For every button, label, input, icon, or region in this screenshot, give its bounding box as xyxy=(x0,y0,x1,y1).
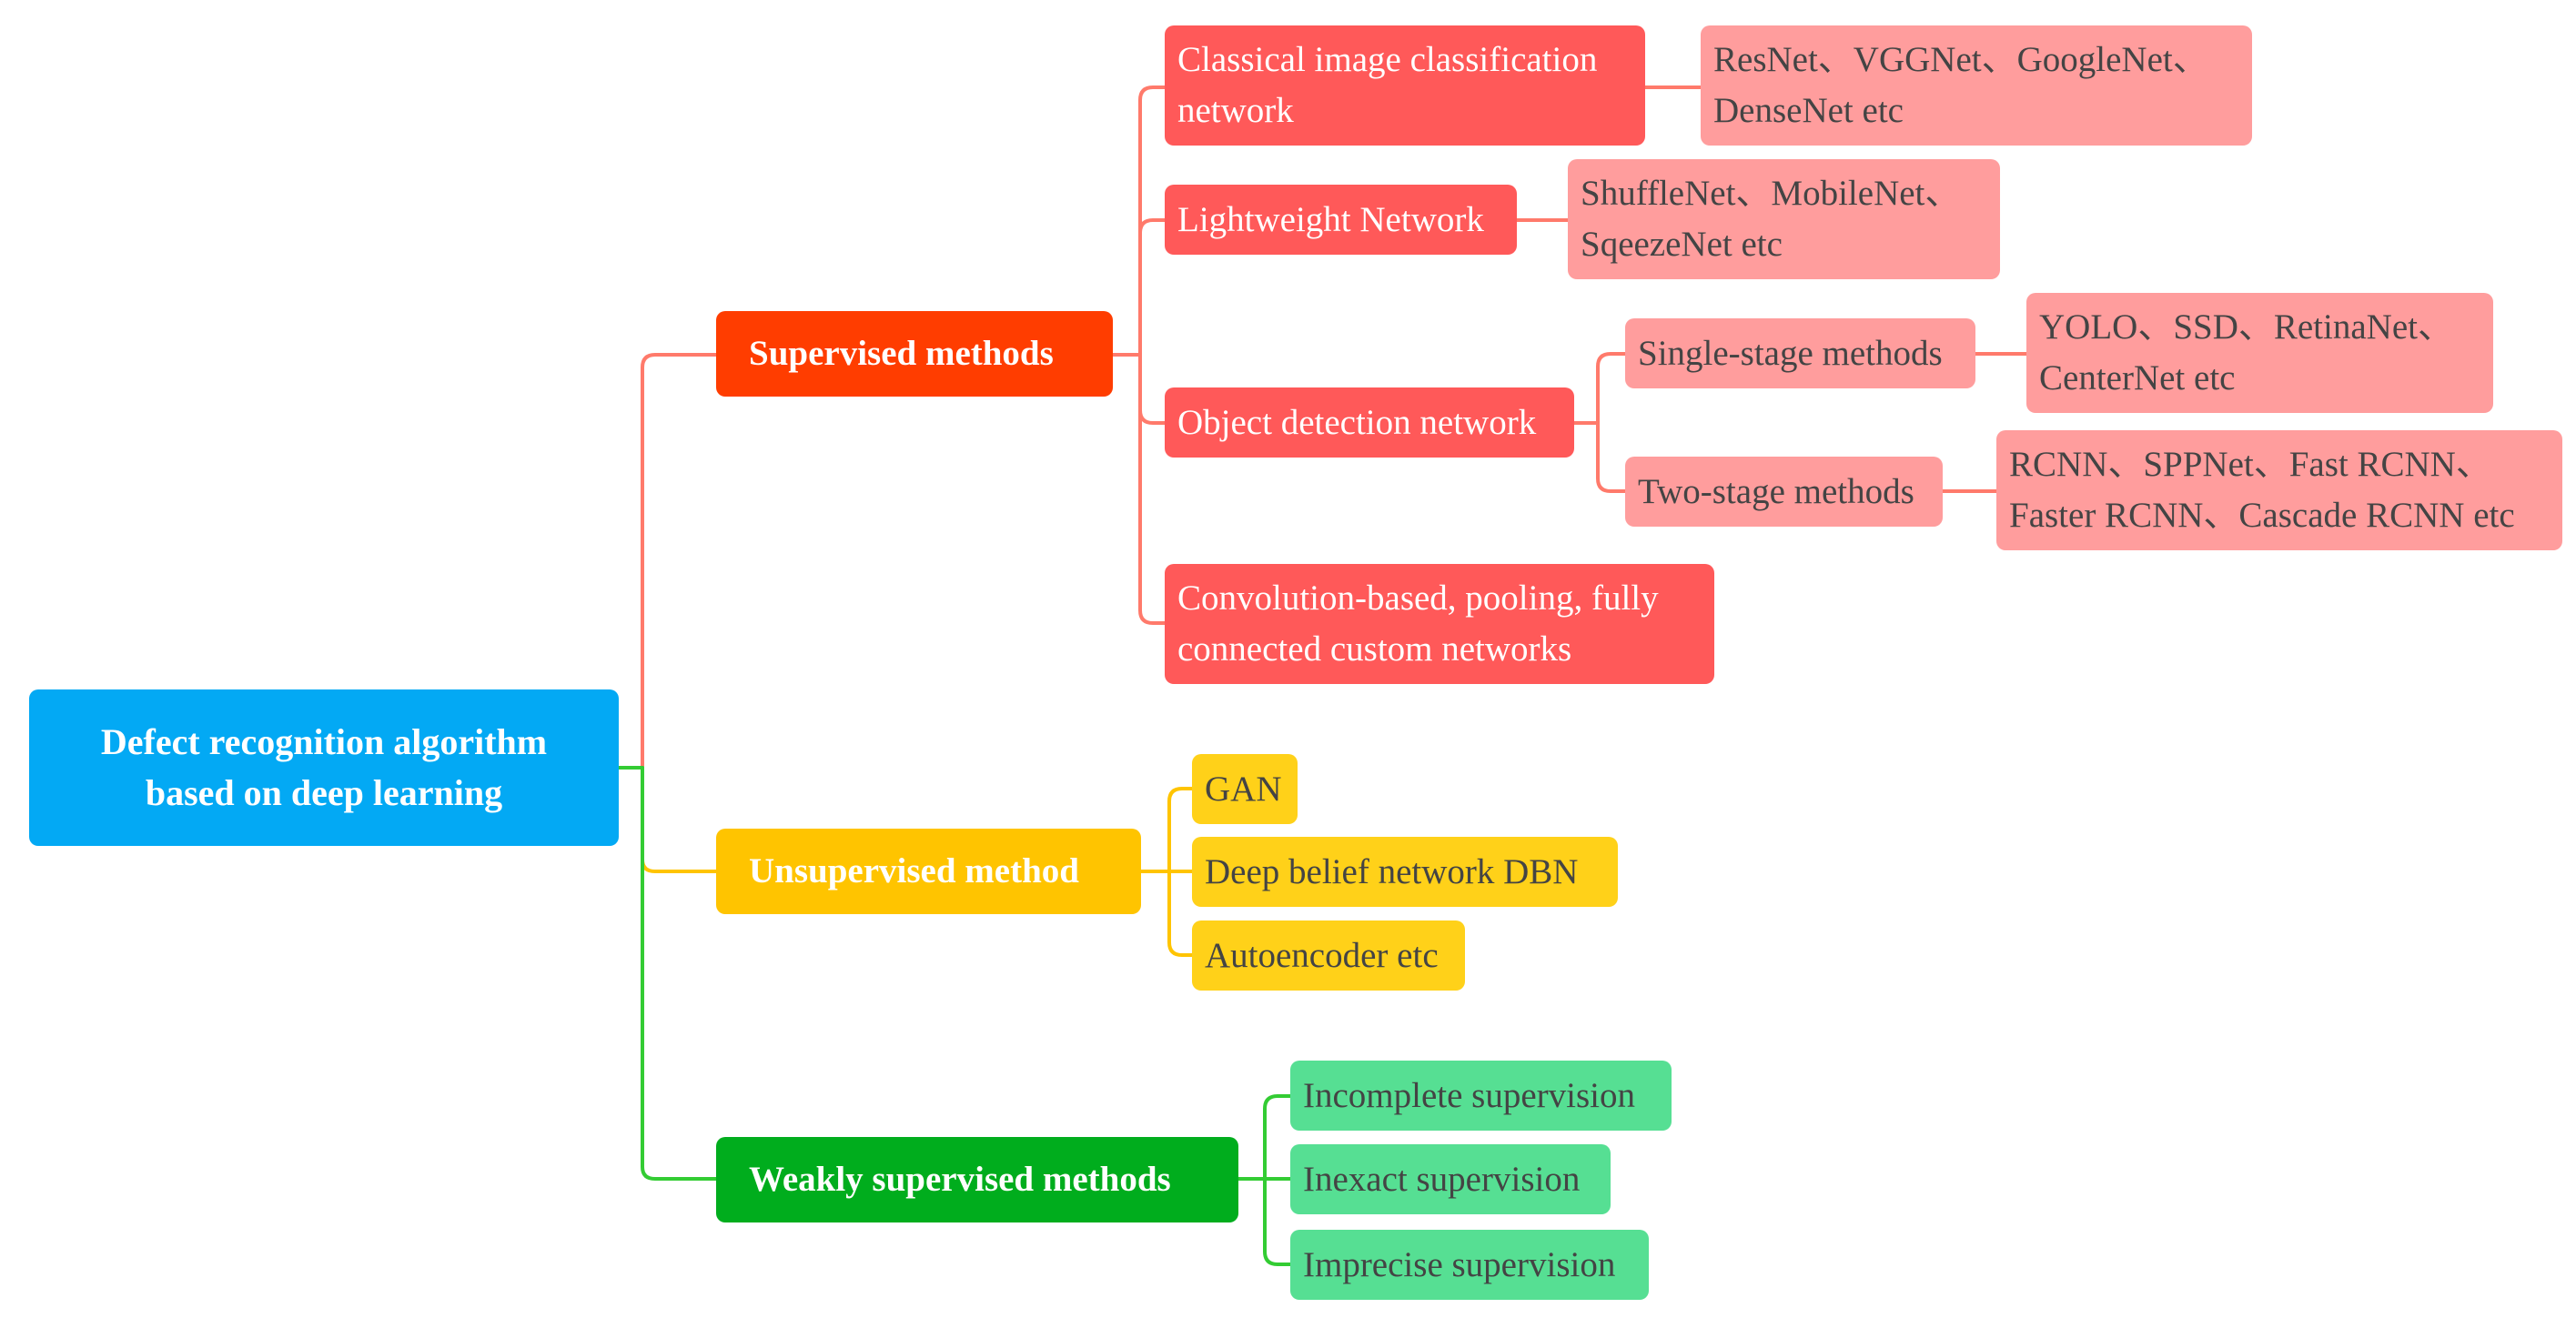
root-node: Defect recognition algorithm based on de… xyxy=(29,689,619,846)
link-supervised-classical xyxy=(1138,86,1167,357)
link-supervised-object xyxy=(1138,353,1167,425)
link-object-two xyxy=(1596,421,1627,493)
dbn-node: Deep belief network DBN xyxy=(1192,837,1618,907)
link-root-unsupervised xyxy=(641,766,718,873)
link-unsup-ae xyxy=(1167,870,1194,957)
single-stage-examples-node: YOLO、SSD、RetinaNet、 CenterNet etc xyxy=(2026,293,2493,413)
inexact-supervision-node: Inexact supervision xyxy=(1290,1144,1611,1214)
gan-node: GAN xyxy=(1192,754,1298,824)
lightweight-examples-node: ShuffleNet、MobileNet、 SqeezeNet etc xyxy=(1568,159,2000,279)
two-stage-examples-node: RCNN、SPPNet、Fast RCNN、 Faster RCNN、Casca… xyxy=(1996,430,2562,550)
custom-networks-node: Convolution-based, pooling, fully connec… xyxy=(1165,564,1714,684)
link-weak-incomplete xyxy=(1263,1094,1292,1181)
supervised-methods-node: Supervised methods xyxy=(716,311,1113,397)
incomplete-supervision-node: Incomplete supervision xyxy=(1290,1061,1672,1131)
imprecise-supervision-node: Imprecise supervision xyxy=(1290,1230,1649,1300)
object-detection-node: Object detection network xyxy=(1165,387,1574,458)
weakly-supervised-methods-node: Weakly supervised methods xyxy=(716,1137,1238,1222)
autoencoder-node: Autoencoder etc xyxy=(1192,921,1465,991)
link-root-weakly xyxy=(641,766,718,1181)
classical-classification-node: Classical image classification network xyxy=(1165,25,1645,146)
link-unsup-gan xyxy=(1167,787,1194,873)
two-stage-node: Two-stage methods xyxy=(1625,457,1943,527)
single-stage-node: Single-stage methods xyxy=(1625,318,1975,388)
link-weak-imprecise xyxy=(1263,1177,1292,1266)
link-root-supervised xyxy=(617,353,718,770)
lightweight-network-node: Lightweight Network xyxy=(1165,185,1517,255)
classical-examples-node: ResNet、VGGNet、GoogleNet、 DenseNet etc xyxy=(1701,25,2252,146)
link-supervised-lightweight xyxy=(1138,218,1167,357)
link-object-single xyxy=(1596,352,1627,425)
link-supervised-custom xyxy=(1138,353,1167,625)
unsupervised-method-node: Unsupervised method xyxy=(716,829,1141,914)
